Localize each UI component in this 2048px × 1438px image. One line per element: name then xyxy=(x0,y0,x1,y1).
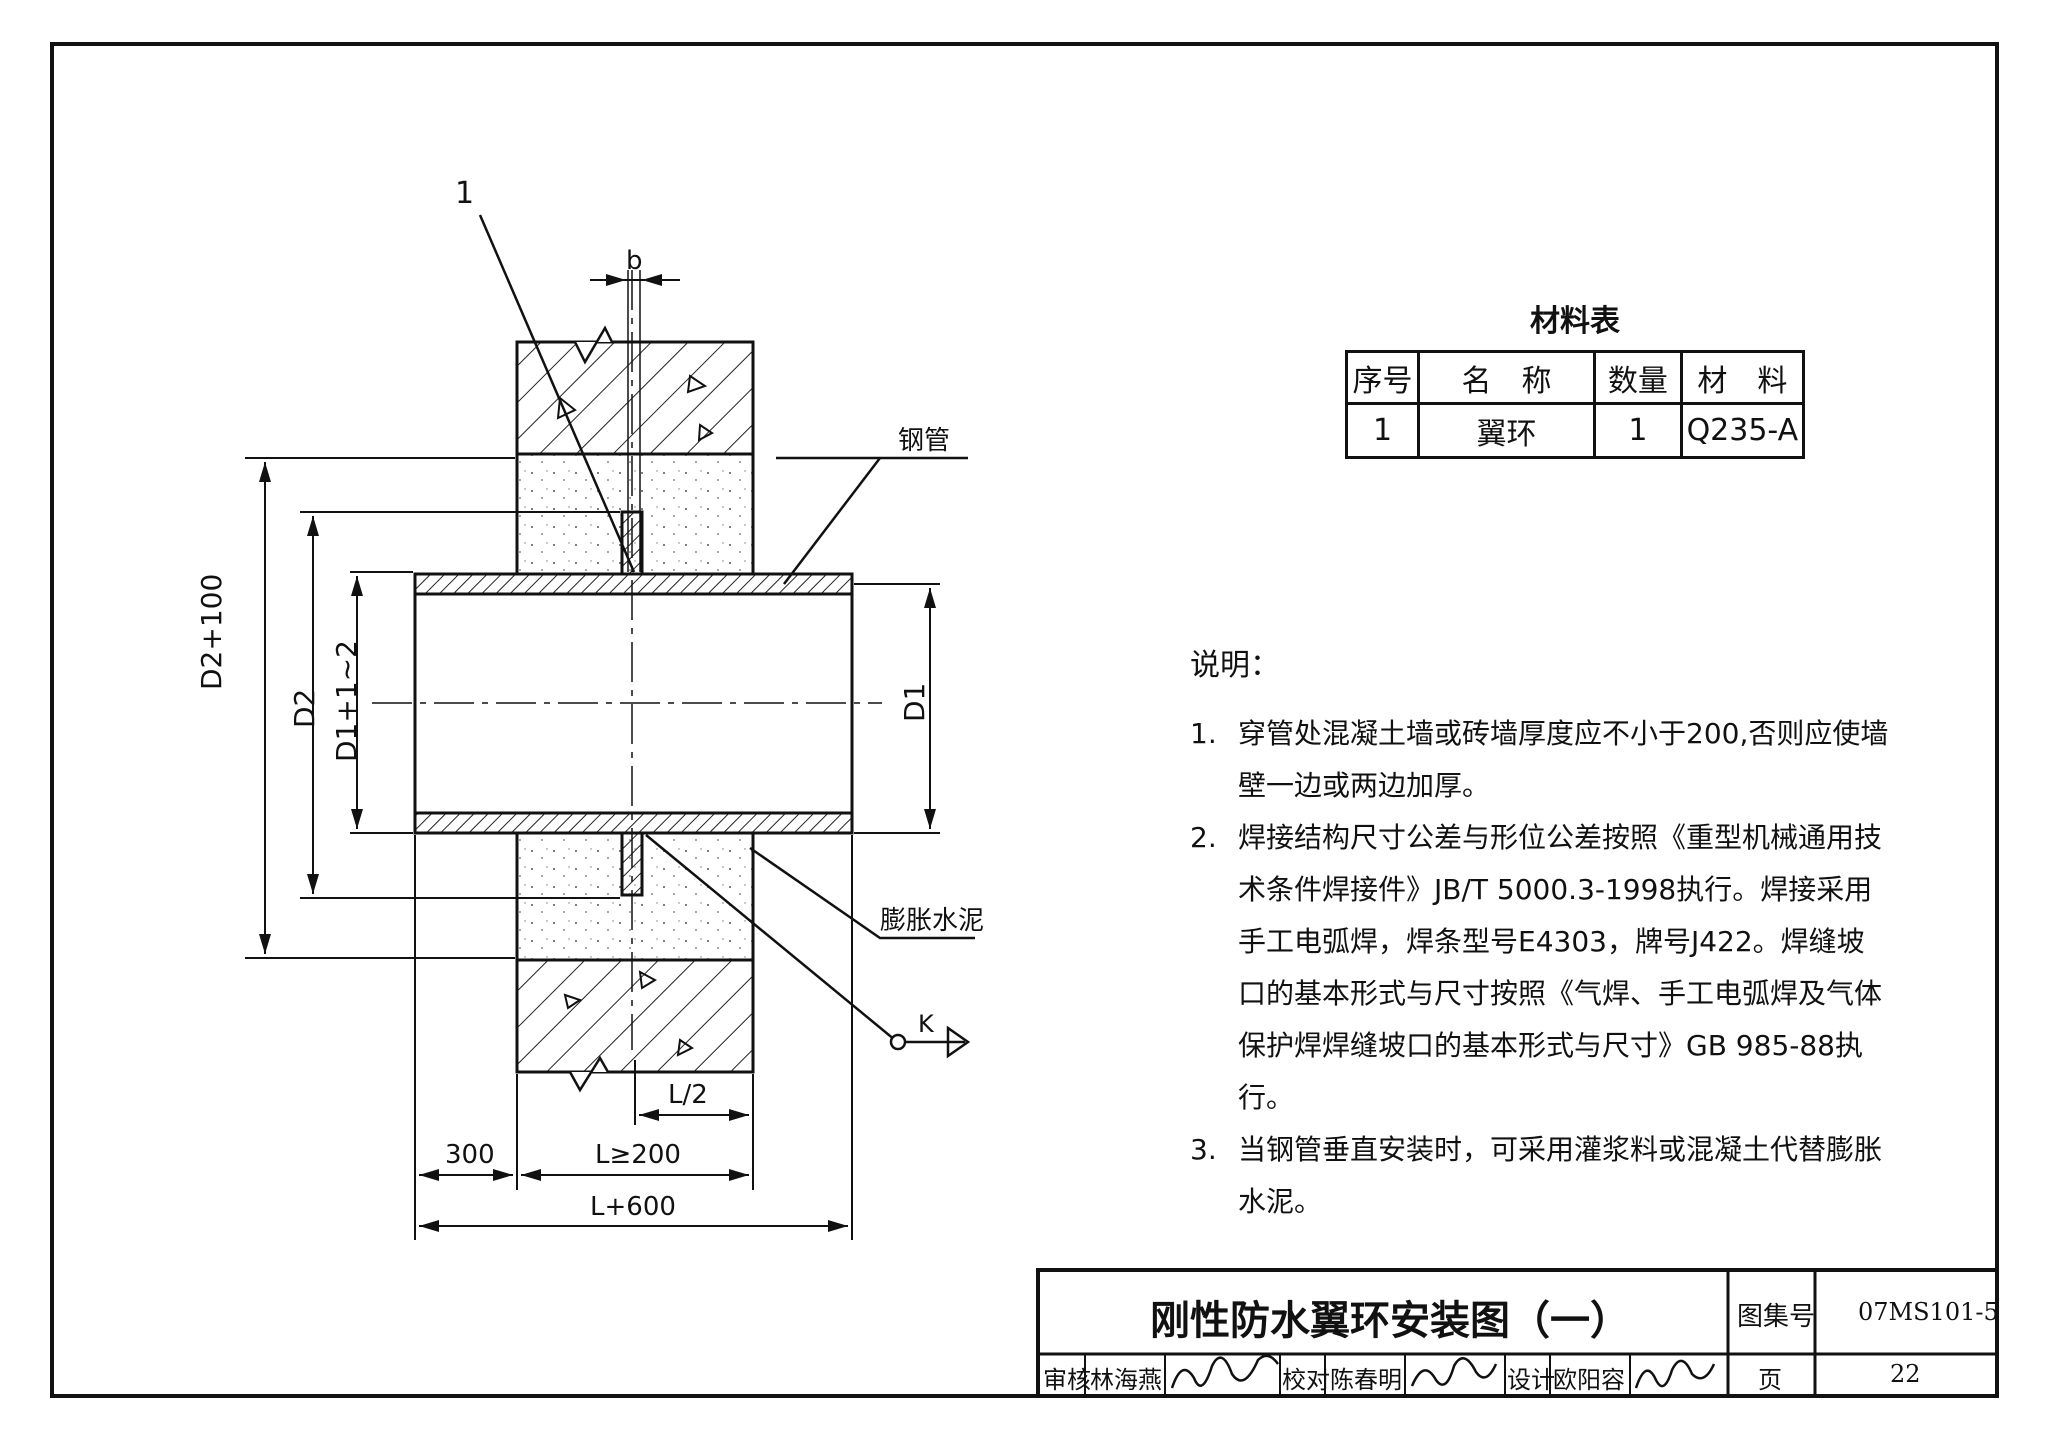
leader-weld xyxy=(645,834,896,1041)
notes-heading: 说明： xyxy=(1190,648,1280,683)
leader-cement xyxy=(749,846,975,940)
table-cell: 1 xyxy=(1345,402,1420,459)
dim-300: 300 xyxy=(445,1140,495,1170)
material-table: 序号 名 称 数量 材 料 1 翼环 1 Q235-A xyxy=(1345,350,1806,459)
table-header-row: 序号 名 称 数量 材 料 xyxy=(1345,350,1806,405)
dim-d1-12: D1+1~2 xyxy=(330,640,363,762)
dim-d2: D2 xyxy=(288,688,321,728)
checker-name: 陈春明 xyxy=(1330,1366,1402,1394)
reviewer-name: 林海燕 xyxy=(1090,1366,1162,1394)
note-item: 2. 焊接结构尺寸公差与形位公差按照《重型机械通用技术条件焊接件》JB/T 50… xyxy=(1190,812,1890,1124)
note-text: 穿管处混凝土墙或砖墙厚度应不小于200,否则应使墙壁一边或两边加厚。 xyxy=(1238,717,1889,802)
title-block-lines xyxy=(1036,1268,1999,1398)
signature-designer xyxy=(1634,1359,1716,1389)
atlas-label: 图集号 xyxy=(1737,1302,1816,1332)
table-cell: 1 xyxy=(1593,402,1683,459)
table-header-cell: 名 称 xyxy=(1416,350,1597,405)
table-cell: Q235-A xyxy=(1679,402,1806,459)
table-cell: 翼环 xyxy=(1416,402,1597,459)
label-expansion-cement: 膨胀水泥 xyxy=(880,906,985,936)
material-table-title: 材料表 xyxy=(1530,304,1620,339)
dim-l200: L≥200 xyxy=(595,1140,681,1170)
table-row: 1 翼环 1 Q235-A xyxy=(1345,402,1806,459)
design-label: 设计 xyxy=(1507,1366,1555,1394)
signature-reviewer xyxy=(1170,1354,1280,1389)
note-text: 当钢管垂直安装时，可采用灌浆料或混凝土代替膨胀水泥。 xyxy=(1238,1133,1883,1218)
note-text: 焊接结构尺寸公差与形位公差按照《重型机械通用技术条件焊接件》JB/T 5000.… xyxy=(1238,821,1883,1114)
dim-l600: L+600 xyxy=(590,1192,676,1222)
dim-d2-100: D2+100 xyxy=(195,573,228,690)
weld-symbol xyxy=(946,1025,971,1059)
label-weld-k: K xyxy=(918,1010,934,1038)
note-number: 2. xyxy=(1190,821,1217,854)
notes: 说明： 1. 穿管处混凝土墙或砖墙厚度应不小于200,否则应使墙壁一边或两边加厚… xyxy=(1190,640,1890,1228)
page-label: 页 xyxy=(1758,1366,1782,1394)
table-header-cell: 数量 xyxy=(1593,350,1683,405)
steel-pipe xyxy=(413,572,854,835)
check-label: 校对 xyxy=(1282,1366,1330,1394)
drawing-title: 刚性防水翼环安装图（一） xyxy=(1150,1298,1630,1344)
page-number: 22 xyxy=(1890,1360,1921,1388)
dim-b-label: b xyxy=(626,246,643,276)
designer-name: 欧阳容 xyxy=(1553,1366,1625,1394)
table-header-cell: 序号 xyxy=(1345,350,1420,405)
dim-d1: D1 xyxy=(898,682,931,722)
table-header-cell: 材 料 xyxy=(1679,350,1806,405)
note-number: 3. xyxy=(1190,1133,1217,1166)
sheet-border xyxy=(50,42,1999,1398)
dims-horizontal xyxy=(414,835,853,1240)
review-label: 审核 xyxy=(1043,1366,1091,1394)
note-item: 1. 穿管处混凝土墙或砖墙厚度应不小于200,否则应使墙壁一边或两边加厚。 xyxy=(1190,708,1890,812)
callout-1: 1 xyxy=(455,176,475,211)
dim-l-half: L/2 xyxy=(668,1080,708,1110)
note-item: 3. 当钢管垂直安装时，可采用灌浆料或混凝土代替膨胀水泥。 xyxy=(1190,1124,1890,1228)
note-number: 1. xyxy=(1190,717,1217,750)
dims-vertical xyxy=(245,457,940,959)
label-steel-pipe: 钢管 xyxy=(898,426,951,456)
signature-checker xyxy=(1410,1357,1498,1387)
atlas-number: 07MS101-5 xyxy=(1858,1298,1999,1326)
